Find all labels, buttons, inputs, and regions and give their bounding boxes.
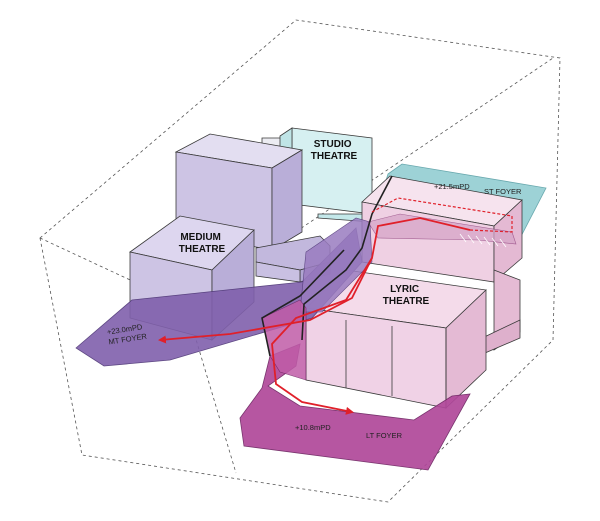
mt-foyer-slab (75, 217, 373, 367)
circulation-outline (261, 175, 393, 357)
lt-foyer-level: +10.8mPD (295, 423, 331, 432)
medium-theatre-label: MEDIUM THEATRE (179, 232, 226, 255)
studio-theatre-label: STUDIO THEATRE (311, 139, 358, 162)
st-foyer-level: +21.5mPD (434, 182, 470, 191)
stair-hatching (459, 233, 507, 248)
lyric-theatre-label: LYRIC THEATRE (383, 284, 430, 307)
st-foyer-name: ST FOYER (484, 187, 522, 196)
site-envelope (39, 19, 561, 503)
circulation-route (158, 217, 471, 415)
lt-foyer-name: LT FOYER (366, 431, 403, 440)
